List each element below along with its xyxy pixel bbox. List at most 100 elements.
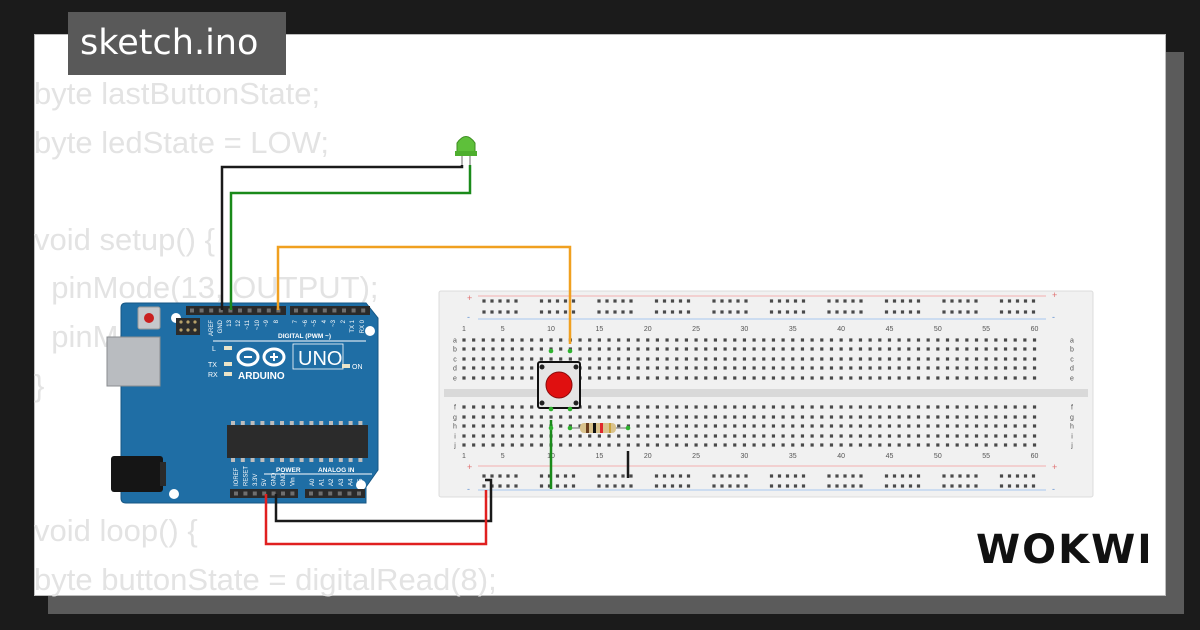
rail-hole	[966, 484, 970, 488]
breadboard-hole	[742, 366, 747, 370]
breadboard-hole	[694, 434, 698, 438]
breadboard-hole	[491, 366, 495, 370]
breadboard-hole	[636, 434, 640, 438]
breadboard-hole	[733, 357, 737, 361]
breadboard-hole	[771, 405, 776, 409]
pushbutton[interactable]	[537, 361, 581, 409]
header-pin	[309, 491, 313, 496]
breadboard-hole	[810, 415, 814, 419]
breadboard-hole	[771, 347, 776, 351]
pushbutton-cap[interactable]	[545, 371, 573, 399]
column-number: 5	[501, 453, 505, 460]
arduino-brand-label: ARDUINO	[238, 371, 285, 382]
breadboard-hole	[820, 415, 824, 419]
rail-hole	[678, 310, 683, 314]
breadboard-hole	[926, 338, 930, 342]
row-letter: f	[1071, 405, 1073, 412]
rail-hole	[958, 474, 962, 478]
pin-label: AREF	[209, 320, 215, 336]
rail-hole	[769, 474, 774, 478]
breadboard-hole	[1032, 366, 1037, 370]
analog-header-label: ANALOG IN	[318, 467, 355, 474]
pin-label: TX 1	[350, 319, 356, 332]
breadboard-holes	[462, 299, 1037, 488]
breadboard-hole	[723, 415, 727, 419]
row-letter: c	[453, 357, 457, 364]
rail-hole	[900, 299, 905, 303]
rail-hole	[482, 484, 486, 488]
chip-leg	[250, 458, 255, 462]
rail-plus-label: +	[1052, 290, 1057, 300]
rail-hole	[801, 484, 806, 488]
arduino-logo-icon	[236, 347, 286, 367]
rail-hole	[892, 299, 897, 303]
breadboard-hole	[839, 347, 843, 351]
rail-hole	[597, 299, 601, 303]
column-number: 10	[547, 326, 555, 333]
breadboard-hole	[742, 338, 747, 342]
column-number: 5	[501, 326, 505, 333]
breadboard-hole	[607, 347, 611, 351]
breadboard-hole	[752, 366, 756, 370]
rail-hole	[555, 474, 560, 478]
rail-hole	[482, 299, 486, 303]
breadboard-hole	[878, 366, 882, 370]
breadboard-hole	[781, 366, 785, 370]
breadboard-hole	[907, 443, 911, 447]
rail-hole	[785, 299, 790, 303]
rail-hole	[571, 484, 576, 488]
rail-hole	[793, 299, 798, 303]
breadboard-hole	[578, 424, 582, 428]
pin-label: ~9	[264, 319, 270, 327]
breadboard-hole	[1003, 424, 1008, 428]
breadboard-hole	[713, 338, 718, 342]
breadboard-hole	[965, 366, 969, 370]
breadboard-hole	[733, 405, 737, 409]
breadboard-hole	[849, 366, 853, 370]
breadboard-hole	[491, 338, 495, 342]
rail-hole	[547, 310, 552, 314]
breadboard-hole	[945, 405, 950, 409]
breadboard-hole	[791, 347, 795, 351]
breadboard-hole	[491, 424, 495, 428]
rail-hole	[769, 299, 774, 303]
breadboard-hole	[897, 366, 901, 370]
rail-hole	[1023, 484, 1028, 488]
digital-header-low	[290, 306, 370, 315]
column-number: 15	[595, 453, 603, 460]
microcontroller-chip	[227, 425, 368, 458]
breadboard-hole	[1003, 443, 1008, 447]
rail-hole	[613, 310, 617, 314]
breadboard-hole	[568, 357, 572, 361]
rail-hole	[629, 299, 633, 303]
breadboard-hole	[791, 424, 795, 428]
breadboard-hole	[597, 357, 601, 361]
breadboard-hole	[791, 443, 795, 447]
rail-hole	[686, 474, 691, 478]
rail-hole	[539, 310, 544, 314]
breadboard-hole	[626, 357, 630, 361]
breadboard-hole	[520, 347, 524, 351]
rail-hole	[498, 474, 502, 478]
breadboard-hole	[462, 366, 466, 370]
breadboard-hole	[1013, 347, 1017, 351]
rail-hole	[514, 474, 518, 478]
breadboard-hole	[665, 424, 669, 428]
breadboard-hole	[462, 338, 466, 342]
rail-plus-label: +	[467, 462, 472, 472]
breadboard-hole	[897, 338, 901, 342]
rail-hole	[654, 299, 659, 303]
breadboard-hole	[878, 405, 882, 409]
breadboard-center-channel	[444, 389, 1088, 397]
rail-hole	[712, 474, 716, 478]
rail-hole	[506, 474, 510, 478]
breadboard-hole	[974, 405, 979, 409]
pin-label: A3	[339, 478, 345, 486]
breadboard-hole	[501, 434, 505, 438]
l-led-label: L	[212, 346, 216, 353]
reset-button-cap[interactable]	[144, 313, 154, 323]
breadboard-hole	[781, 415, 785, 419]
rail-hole	[801, 474, 806, 478]
row-letter: d	[1070, 366, 1074, 373]
column-number: 60	[1031, 326, 1039, 333]
